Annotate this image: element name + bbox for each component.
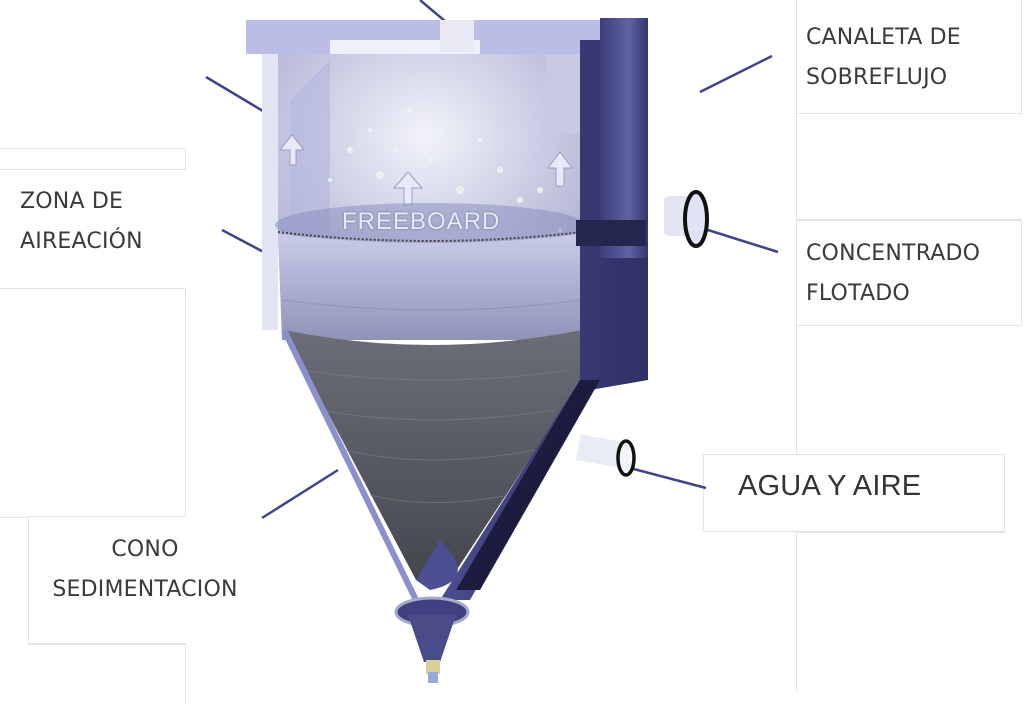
label-line: AGUA Y AIRE (738, 470, 922, 502)
label-line: SEDIMENTACION (52, 577, 238, 602)
label-line: FLOTADO (806, 281, 910, 306)
label-line: CONO (111, 537, 179, 562)
label-frame-zona (0, 170, 186, 288)
label-frame-cono (28, 516, 186, 644)
label-frame-right-blank-2 (796, 326, 1004, 456)
label-line: SOBREFLUJO (806, 65, 948, 90)
label-agua-y-aire: AGUA Y AIRE (738, 466, 921, 506)
label-frame-left-top (0, 148, 186, 170)
flow-arrows (278, 134, 573, 206)
label-frame-right-mid-blank (796, 114, 1022, 220)
label-frame-concentrado (796, 220, 1022, 326)
leader-lines (205, 0, 779, 520)
label-line: CANALETA DE (806, 25, 961, 50)
label-canaleta-de-sobreflujo: CANALETA DE SOBREFLUJO (806, 18, 961, 98)
label-line: ZONA DE (20, 189, 124, 214)
label-frame-right-bottom-blank (796, 532, 1006, 692)
label-concentrado-flotado: CONCENTRADO FLOTADO (806, 234, 980, 314)
label-line: AIREACIÓN (20, 229, 143, 254)
label-frame-agua (703, 454, 1005, 532)
label-frame-left-mid (0, 288, 186, 518)
freeboard-label: FREEBOARD (342, 208, 501, 235)
label-frame-top-right (796, 0, 1022, 114)
label-cono-sedimentacion: CONO SEDIMENTACION (40, 530, 250, 610)
label-zona-de-aireacion: ZONA DE AIREACIÓN (20, 182, 143, 262)
label-line: CONCENTRADO (806, 241, 981, 266)
flotation-cell-illustration (205, 0, 779, 683)
